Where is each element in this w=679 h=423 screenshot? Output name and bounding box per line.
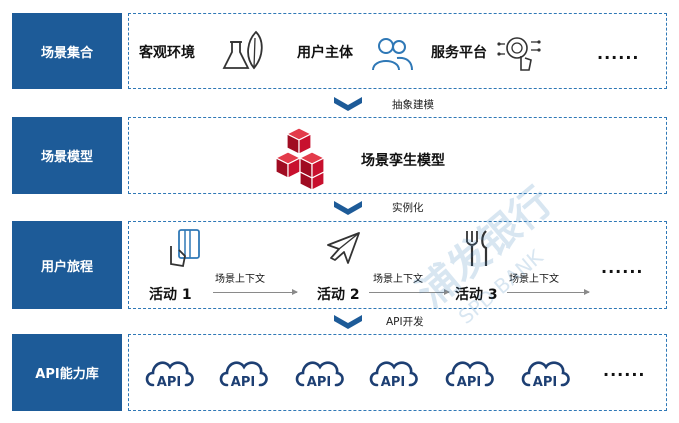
chevron-down-icon: [334, 315, 362, 329]
api-label: API: [457, 375, 481, 390]
scene-model-title: 场景孪生模型: [361, 153, 445, 169]
scene-item-user: 用户主体: [297, 45, 353, 61]
row-user-journey: 用户旅程 活动 1 场景上下文 活动 2 场景上下文 活动 3 场景上下文: [12, 221, 667, 309]
api-cloud-icon: API: [295, 361, 344, 390]
api-label: API: [307, 375, 331, 390]
more-ellipsis: ......: [601, 258, 644, 277]
api-cloud-icon: API: [445, 361, 494, 390]
api-label: API: [533, 375, 557, 390]
row-label-user-journey: 用户旅程: [12, 221, 122, 309]
context-arrow-3: [507, 289, 590, 295]
row-label-scene-set: 场景集合: [12, 13, 122, 89]
api-cloud-icon: API: [521, 361, 570, 390]
context-label-2: 场景上下文: [373, 274, 423, 285]
airplane-icon: [327, 232, 360, 264]
flask-leaf-icon: [222, 30, 263, 70]
api-label: API: [381, 375, 405, 390]
panel-scene-set: 客观环境 用户主体 服务平台 ......: [128, 13, 667, 89]
scene-item-environment: 客观环境: [139, 45, 195, 61]
connector-label-abstract: 抽象建模: [392, 99, 434, 111]
panel-scene-model: 场景孪生模型: [128, 117, 667, 194]
row-scene-set: 场景集合 客观环境 用户主体 服务平台: [12, 13, 667, 89]
api-cloud-icon: API: [369, 361, 418, 390]
panel-api-lib: API API API API API API ......: [128, 334, 667, 411]
activity-1: 活动 1: [149, 287, 192, 303]
connector-label-instantiate: 实例化: [392, 202, 424, 214]
row-api-lib: API能力库 API API API API API API ......: [12, 334, 667, 411]
chevron-down-icon: [334, 201, 362, 215]
row-label-scene-model: 场景模型: [12, 117, 122, 194]
activity-3: 活动 3: [455, 287, 498, 303]
panel-user-journey: 活动 1 场景上下文 活动 2 场景上下文 活动 3 场景上下文 ......: [128, 221, 667, 309]
context-label-1: 场景上下文: [215, 274, 265, 285]
connector-label-api-dev: API开发: [386, 316, 424, 328]
api-label: API: [231, 375, 255, 390]
cubes-icon: [275, 127, 326, 191]
users-icon: [372, 38, 413, 71]
activity-2: 活动 2: [317, 287, 360, 303]
chevron-down-icon: [334, 97, 362, 111]
fork-knife-icon: [466, 230, 488, 266]
context-label-3: 场景上下文: [509, 274, 559, 285]
scene-item-platform: 服务平台: [431, 45, 487, 61]
touch-service-icon: [497, 37, 541, 71]
api-cloud-icon: API: [219, 361, 268, 390]
row-scene-model: 场景模型 场景孪生模型: [12, 117, 667, 194]
card-payment-icon: [170, 229, 200, 268]
context-arrow-2: [369, 289, 450, 295]
more-ellipsis: ......: [597, 44, 640, 63]
more-ellipsis: ......: [603, 361, 646, 380]
row-label-api-lib: API能力库: [12, 334, 122, 411]
api-cloud-icon: API: [145, 361, 194, 390]
context-arrow-1: [213, 289, 298, 295]
api-label: API: [157, 375, 181, 390]
